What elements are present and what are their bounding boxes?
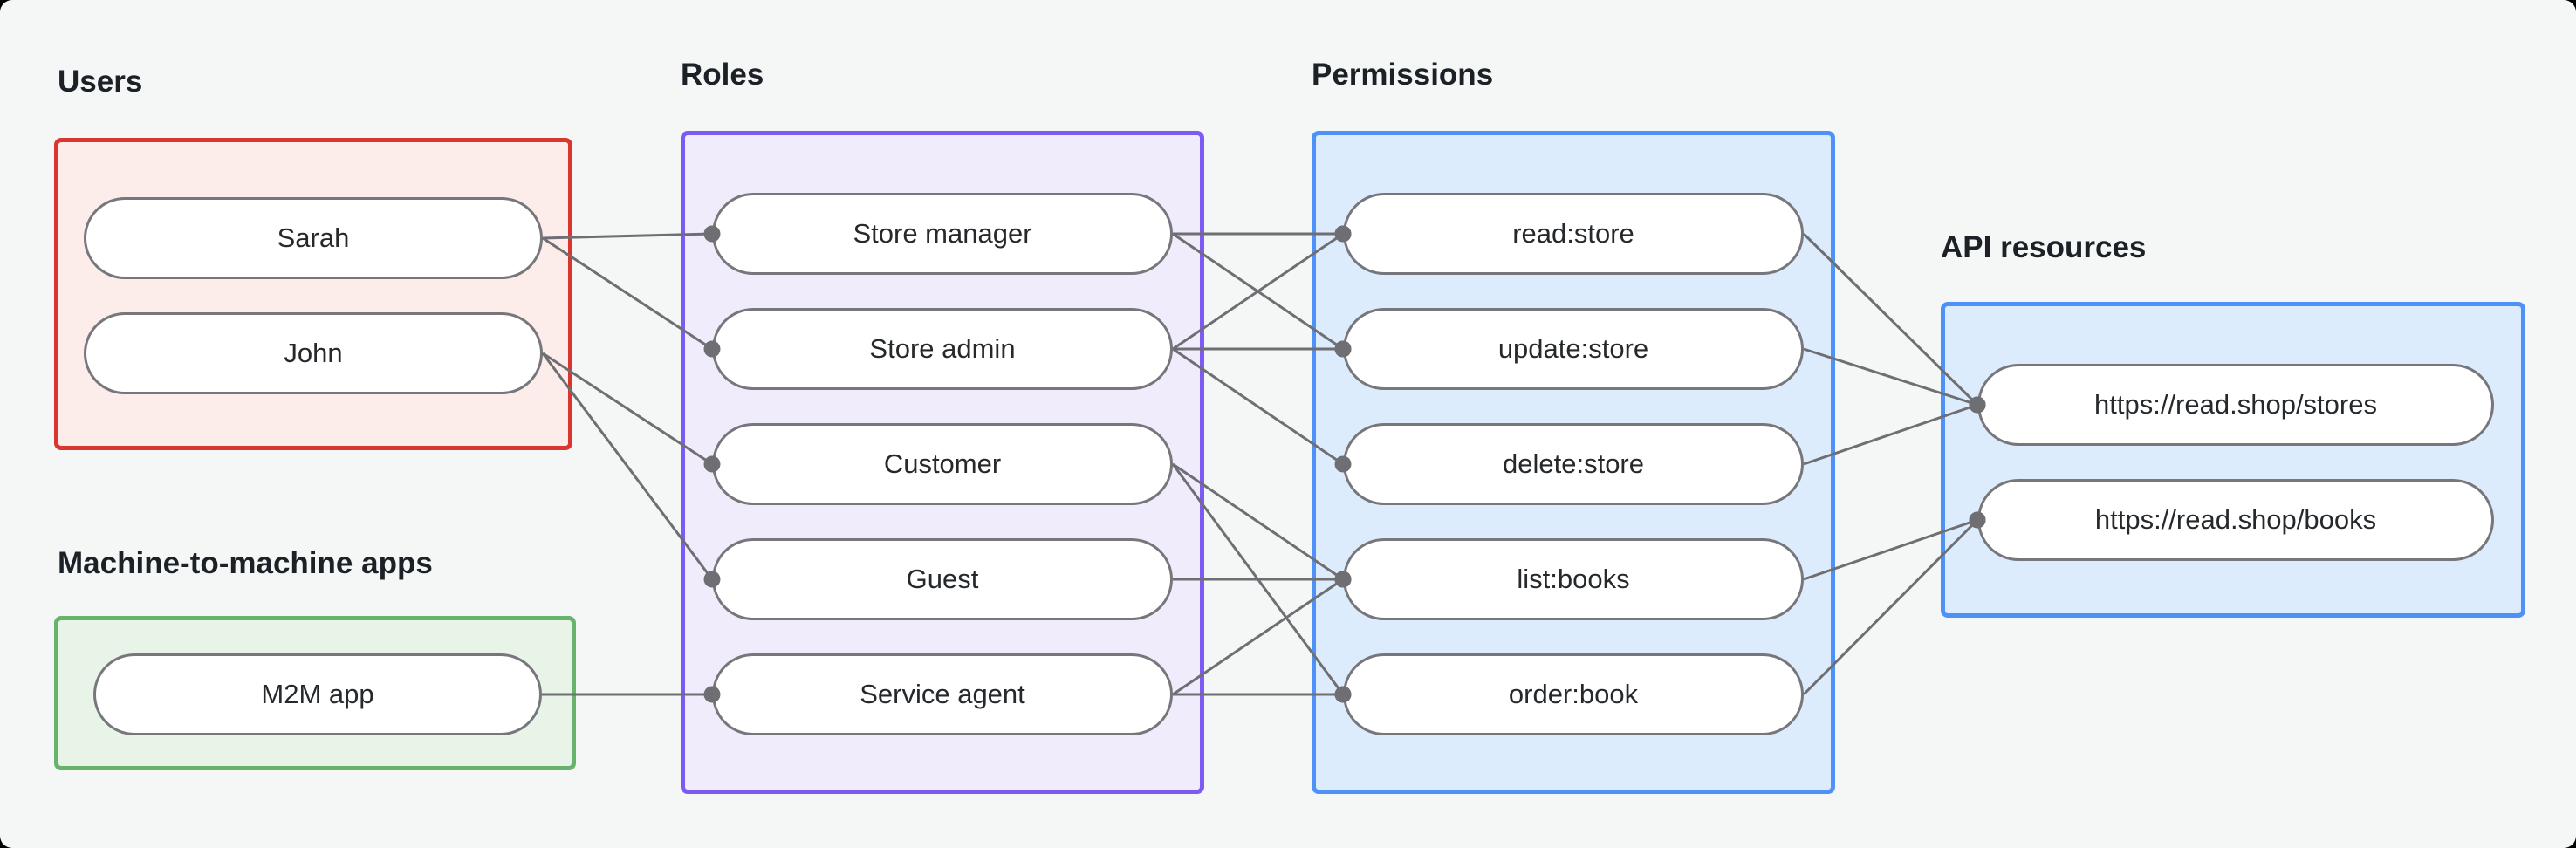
node-read-store-label: read:store	[1512, 218, 1634, 249]
node-store-admin: Store admin	[712, 308, 1173, 390]
node-store-admin-label: Store admin	[869, 333, 1016, 364]
node-update-store: update:store	[1343, 308, 1804, 390]
node-john-label: John	[284, 338, 343, 368]
roles-group-label: Roles	[681, 58, 764, 92]
users-group-box: Sarah John	[54, 138, 572, 450]
node-sarah-label: Sarah	[277, 222, 350, 253]
node-delete-store: delete:store	[1343, 423, 1804, 505]
node-store-manager: Store manager	[712, 193, 1173, 275]
node-stores-api-label: https://read.shop/stores	[2094, 389, 2377, 420]
permissions-group-label: Permissions	[1312, 58, 1494, 92]
node-m2m-app: M2M app	[93, 653, 542, 735]
api-resources-group-box: https://read.shop/stores https://read.sh…	[1941, 302, 2525, 618]
node-guest: Guest	[712, 538, 1173, 620]
node-m2m-app-label: M2M app	[261, 679, 374, 709]
node-john: John	[84, 312, 543, 394]
node-service-agent-label: Service agent	[860, 679, 1025, 709]
node-sarah: Sarah	[84, 197, 543, 279]
node-stores-api: https://read.shop/stores	[1977, 364, 2494, 446]
users-group-label: Users	[58, 65, 143, 99]
node-customer: Customer	[712, 423, 1173, 505]
node-delete-store-label: delete:store	[1503, 448, 1644, 479]
m2m-group-label: Machine-to-machine apps	[58, 546, 433, 580]
node-customer-label: Customer	[883, 448, 1002, 479]
node-books-api: https://read.shop/books	[1977, 479, 2494, 561]
node-read-store: read:store	[1343, 193, 1804, 275]
node-update-store-label: update:store	[1497, 333, 1649, 364]
node-order-book-label: order:book	[1508, 679, 1639, 709]
node-guest-label: Guest	[906, 564, 979, 594]
node-order-book: order:book	[1343, 653, 1804, 735]
permissions-group-box: read:store update:store delete:store lis…	[1312, 131, 1835, 794]
node-list-books: list:books	[1343, 538, 1804, 620]
node-service-agent: Service agent	[712, 653, 1173, 735]
m2m-group-box: M2M app	[54, 616, 576, 770]
node-store-manager-label: Store manager	[853, 218, 1032, 249]
api-resources-group-label: API resources	[1941, 230, 2147, 264]
node-books-api-label: https://read.shop/books	[2094, 504, 2377, 535]
roles-group-box: Store manager Store admin Customer Guest…	[681, 131, 1204, 794]
node-list-books-label: list:books	[1517, 564, 1630, 594]
